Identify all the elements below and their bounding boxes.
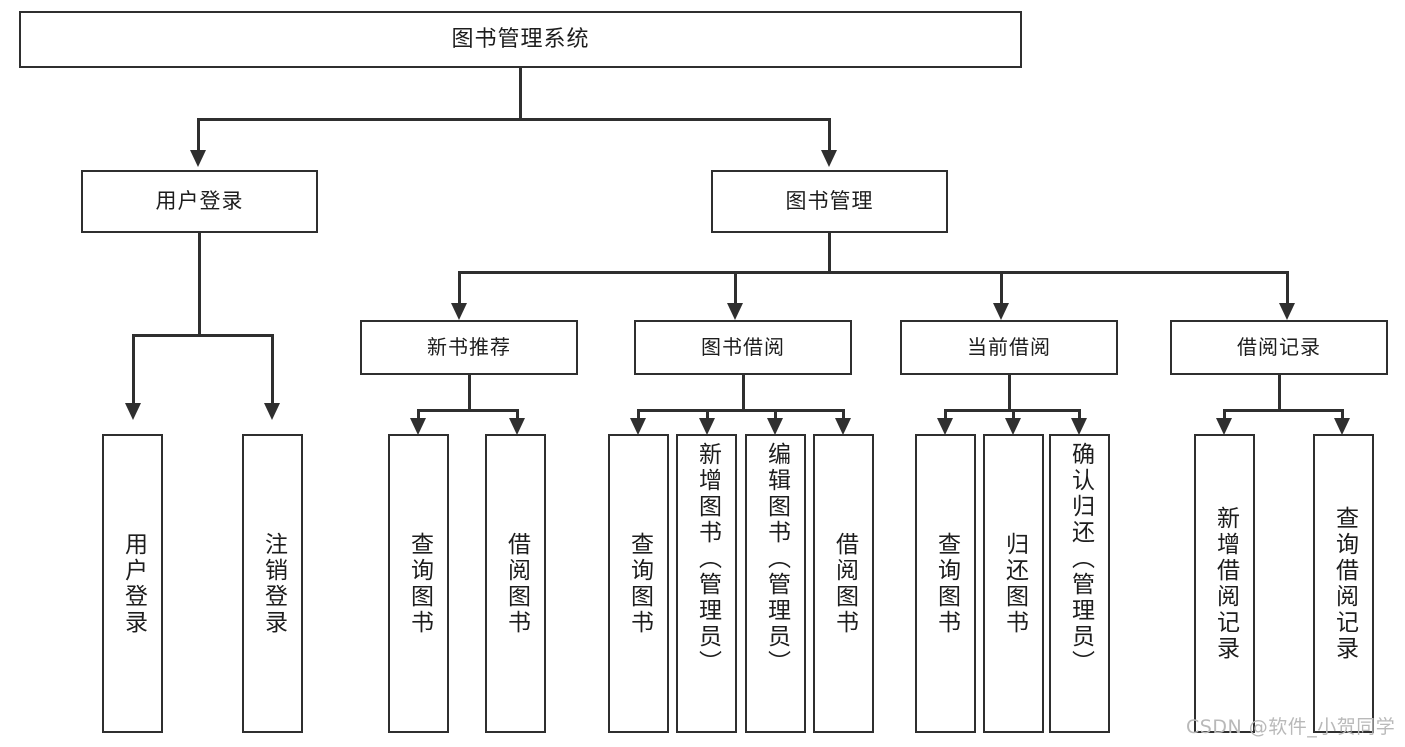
node-book-management[interactable]: 图书管理 <box>711 170 948 233</box>
arrowhead-bm-borrow-record <box>1279 303 1295 320</box>
leaf-label: 借阅图书 <box>831 531 858 636</box>
arrowhead-to-user-login <box>190 150 206 167</box>
connector-bm-to-book-borrow <box>734 271 737 304</box>
connector-user-login-to-leaf-1 <box>132 334 135 404</box>
connector-borrow-record-bus <box>1223 409 1343 412</box>
leaf-label: 查询图书 <box>406 531 433 636</box>
leaf-label: 查询图书 <box>626 531 653 636</box>
connector-current-borrow-stem <box>1008 375 1011 409</box>
leaf-query-book-borrow[interactable]: 查询图书 <box>608 434 669 733</box>
leaf-label: 新增借阅记录 <box>1212 505 1239 662</box>
connector-bb-to-leaf-4 <box>842 409 845 420</box>
leaf-edit-book-admin[interactable]: 编辑图书（管理员） <box>745 434 806 733</box>
leaf-query-book-recommend[interactable]: 查询图书 <box>388 434 449 733</box>
leaf-borrow-book-recommend[interactable]: 借阅图书 <box>485 434 546 733</box>
node-book-management-system[interactable]: 图书管理系统 <box>19 11 1022 68</box>
arrowhead-bb-leaf-4 <box>835 418 851 435</box>
connector-book-management-bus <box>458 271 1289 274</box>
connector-user-login-to-leaf-2 <box>271 334 274 404</box>
connector-br-to-leaf-2 <box>1341 409 1344 420</box>
node-label: 用户登录 <box>155 189 244 214</box>
connector-new-book-bus <box>417 409 519 412</box>
leaf-add-borrow-record[interactable]: 新增借阅记录 <box>1194 434 1255 733</box>
leaf-label: 用户登录 <box>120 531 147 636</box>
arrowhead-br-leaf-2 <box>1334 418 1350 435</box>
connector-root-bus <box>197 118 830 121</box>
connector-root-to-user-login <box>197 118 200 151</box>
arrowhead-new-book-leaf-2 <box>509 418 525 435</box>
node-borrow-record[interactable]: 借阅记录 <box>1170 320 1388 375</box>
arrowhead-new-book-leaf-1 <box>410 418 426 435</box>
connector-new-book-to-leaf-1 <box>417 409 420 420</box>
arrowhead-user-login-leaf-1 <box>125 403 141 420</box>
node-label: 借阅记录 <box>1237 335 1321 359</box>
node-label: 图书管理 <box>785 189 874 214</box>
connector-user-login-bus <box>132 334 272 337</box>
arrowhead-bb-leaf-2 <box>699 418 715 435</box>
arrowhead-cb-leaf-2 <box>1005 418 1021 435</box>
arrowhead-bb-leaf-1 <box>630 418 646 435</box>
connector-bm-to-new-book <box>458 271 461 304</box>
connector-cb-to-leaf-2 <box>1012 409 1015 420</box>
connector-new-book-stem <box>468 375 471 409</box>
connector-bm-to-borrow-record <box>1286 271 1289 304</box>
arrowhead-bb-leaf-3 <box>767 418 783 435</box>
connector-user-login-stem <box>198 233 201 334</box>
connector-borrow-record-stem <box>1278 375 1281 409</box>
connector-book-management-stem <box>828 233 831 271</box>
connector-bb-to-leaf-2 <box>706 409 709 420</box>
leaf-borrow-book[interactable]: 借阅图书 <box>813 434 874 733</box>
connector-new-book-to-leaf-2 <box>516 409 519 420</box>
leaf-query-book-current[interactable]: 查询图书 <box>915 434 976 733</box>
connector-book-borrow-stem <box>742 375 745 409</box>
node-label: 当前借阅 <box>967 335 1051 359</box>
leaf-logout-login[interactable]: 注销登录 <box>242 434 303 733</box>
leaf-add-book-admin[interactable]: 新增图书（管理员） <box>676 434 737 733</box>
arrowhead-bm-current-borrow <box>993 303 1009 320</box>
connector-book-borrow-bus <box>637 409 844 412</box>
leaf-confirm-return-admin[interactable]: 确认归还（管理员） <box>1049 434 1110 733</box>
leaf-label: 查询图书 <box>933 531 960 636</box>
leaf-label: 编辑图书（管理员） <box>763 442 790 676</box>
connector-br-to-leaf-1 <box>1223 409 1226 420</box>
node-new-book-recommend[interactable]: 新书推荐 <box>360 320 578 375</box>
arrowhead-to-book-management <box>821 150 837 167</box>
connector-bm-to-current-borrow <box>1000 271 1003 304</box>
node-label: 图书借阅 <box>701 335 785 359</box>
node-book-borrow[interactable]: 图书借阅 <box>634 320 852 375</box>
connector-bb-to-leaf-1 <box>637 409 640 420</box>
node-current-borrow[interactable]: 当前借阅 <box>900 320 1118 375</box>
leaf-label: 查询借阅记录 <box>1331 505 1358 662</box>
arrowhead-cb-leaf-1 <box>937 418 953 435</box>
arrowhead-bm-new-book <box>451 303 467 320</box>
leaf-label: 新增图书（管理员） <box>694 442 721 676</box>
leaf-query-borrow-record[interactable]: 查询借阅记录 <box>1313 434 1374 733</box>
leaf-return-book[interactable]: 归还图书 <box>983 434 1044 733</box>
connector-root-to-book-management <box>828 118 831 151</box>
connector-cb-to-leaf-3 <box>1078 409 1081 420</box>
leaf-label: 归还图书 <box>1001 531 1028 636</box>
connector-bb-to-leaf-3 <box>774 409 777 420</box>
leaf-label: 确认归还（管理员） <box>1067 442 1094 676</box>
connector-current-borrow-bus <box>944 409 1078 412</box>
arrowhead-bm-book-borrow <box>727 303 743 320</box>
node-label: 新书推荐 <box>427 335 511 359</box>
arrowhead-cb-leaf-3 <box>1071 418 1087 435</box>
leaf-label: 借阅图书 <box>503 531 530 636</box>
leaf-user-login[interactable]: 用户登录 <box>102 434 163 733</box>
connector-root-stem <box>519 68 522 118</box>
connector-cb-to-leaf-1 <box>944 409 947 420</box>
node-user-login[interactable]: 用户登录 <box>81 170 318 233</box>
leaf-label: 注销登录 <box>260 531 287 636</box>
arrowhead-user-login-leaf-2 <box>264 403 280 420</box>
node-label: 图书管理系统 <box>451 26 590 52</box>
arrowhead-br-leaf-1 <box>1216 418 1232 435</box>
